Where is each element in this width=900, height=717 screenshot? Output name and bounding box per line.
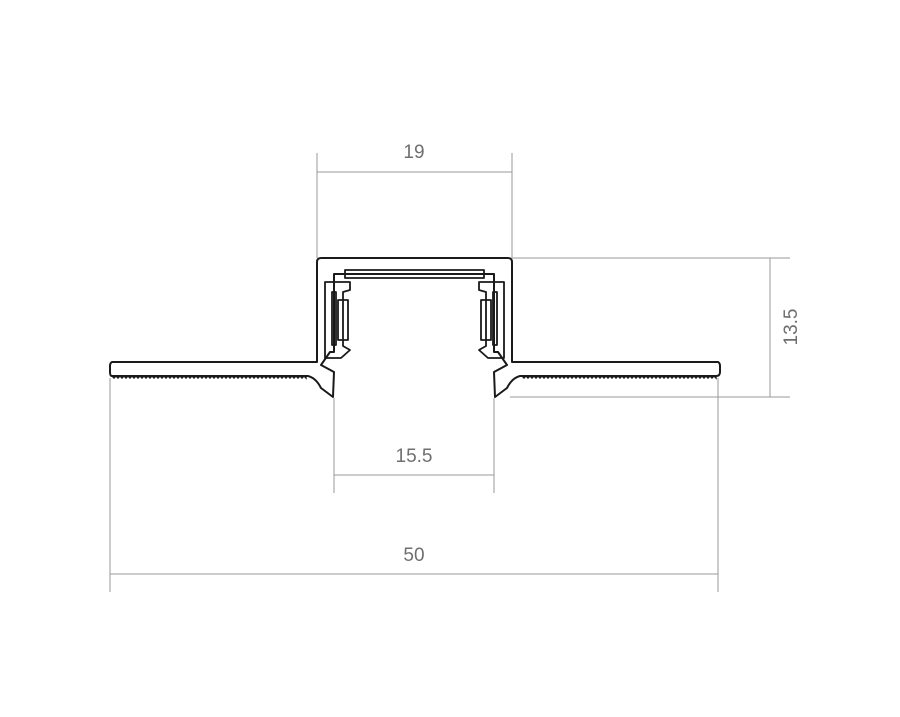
dimension-total-width-label: 50: [403, 545, 424, 566]
left-clip-inner: [337, 299, 344, 341]
serration-teeth: [111, 375, 307, 380]
led-rail: [344, 269, 485, 279]
dimension-inner-width-label: 15.5: [396, 446, 433, 467]
left-clip-channel: [324, 281, 351, 359]
profile-outline: [109, 257, 721, 398]
right-clip-channel: [478, 281, 505, 359]
dimension-height-label: 13.5: [781, 309, 802, 346]
dimension-height: 13.5: [510, 257, 802, 398]
right-clip-inner: [485, 299, 492, 341]
flange-serrations: [111, 375, 717, 380]
dimension-inner-width: 15.5: [333, 398, 495, 493]
serration-teeth: [521, 375, 717, 380]
dimension-total-width: 50: [109, 378, 719, 592]
dimension-top-width-label: 19: [403, 142, 424, 163]
left-clip-slot: [331, 291, 337, 346]
dimension-top-width: 19: [316, 142, 513, 258]
profile-body: [109, 257, 721, 398]
right-clip-slot: [492, 291, 498, 346]
